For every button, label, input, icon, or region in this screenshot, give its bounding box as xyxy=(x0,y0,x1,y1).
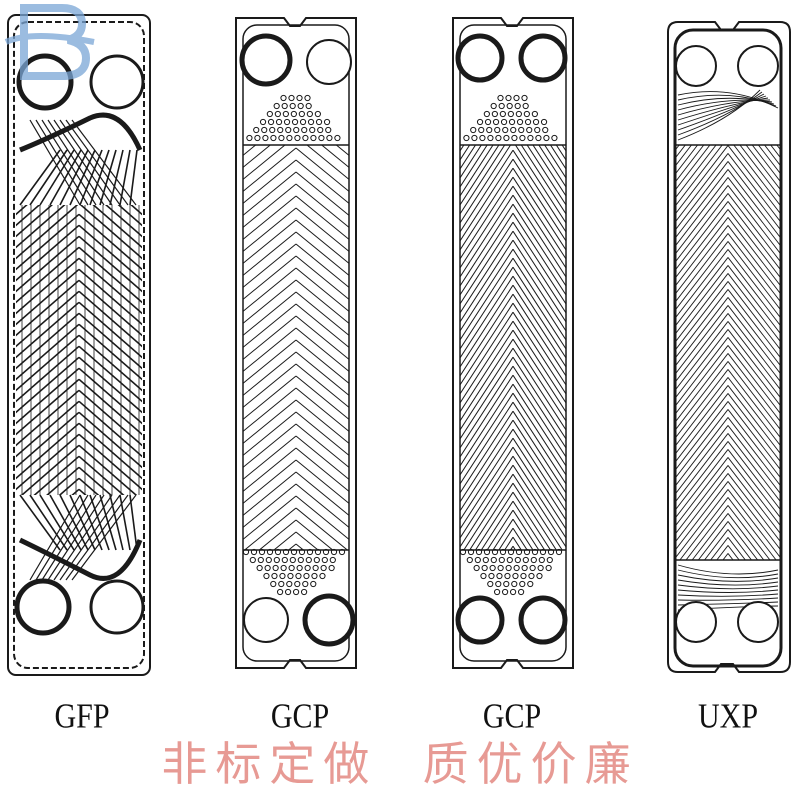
dimple-area-top xyxy=(463,94,558,142)
plate-gcp-2 xyxy=(452,17,574,669)
chevron-field xyxy=(675,145,781,560)
plate-gcp-1 xyxy=(235,17,357,669)
plate-gfp xyxy=(7,14,151,676)
gasket-outline xyxy=(242,24,350,662)
company-logo-icon xyxy=(4,4,95,80)
port-top-right xyxy=(518,33,568,83)
dimple-area-top xyxy=(246,94,341,142)
plate-label-gcp-1: GCP xyxy=(270,697,330,736)
port-top-left xyxy=(675,45,717,87)
distribution-area-bottom xyxy=(19,494,138,581)
port-top-left xyxy=(239,33,293,87)
port-top-right xyxy=(737,45,779,87)
chevron-field xyxy=(16,205,142,495)
chevron-field xyxy=(460,145,566,550)
chevron-field xyxy=(243,145,349,550)
port-bottom-left xyxy=(243,597,289,643)
port-bottom-right xyxy=(302,593,356,647)
dimple-area-bottom xyxy=(459,548,563,596)
port-top-right xyxy=(89,54,145,110)
port-bottom-right xyxy=(89,579,145,635)
port-bottom-right xyxy=(518,595,568,645)
port-bottom-left xyxy=(455,595,505,645)
plate-outline xyxy=(667,21,791,673)
distribution-area-top xyxy=(677,89,779,141)
plate-outline xyxy=(235,17,357,669)
plate-label-gcp-2: GCP xyxy=(482,697,542,736)
port-top-left xyxy=(16,53,74,111)
plate-outline xyxy=(452,17,574,669)
dimple-area-bottom xyxy=(242,548,346,596)
gasket-outline xyxy=(459,24,567,662)
distribution-area-top xyxy=(19,119,138,206)
port-top-right xyxy=(306,39,352,85)
port-bottom-left xyxy=(14,578,72,636)
plate-label-gfp: GFP xyxy=(54,697,110,736)
port-top-left xyxy=(455,33,505,83)
plate-label-uxp: UXP xyxy=(697,697,758,736)
slogan-text: 非标定做 质优价廉 xyxy=(161,737,639,791)
gasket-outline xyxy=(673,28,783,668)
port-bottom-left xyxy=(675,601,717,643)
port-bottom-right xyxy=(737,601,779,643)
plate-uxp xyxy=(667,21,791,673)
